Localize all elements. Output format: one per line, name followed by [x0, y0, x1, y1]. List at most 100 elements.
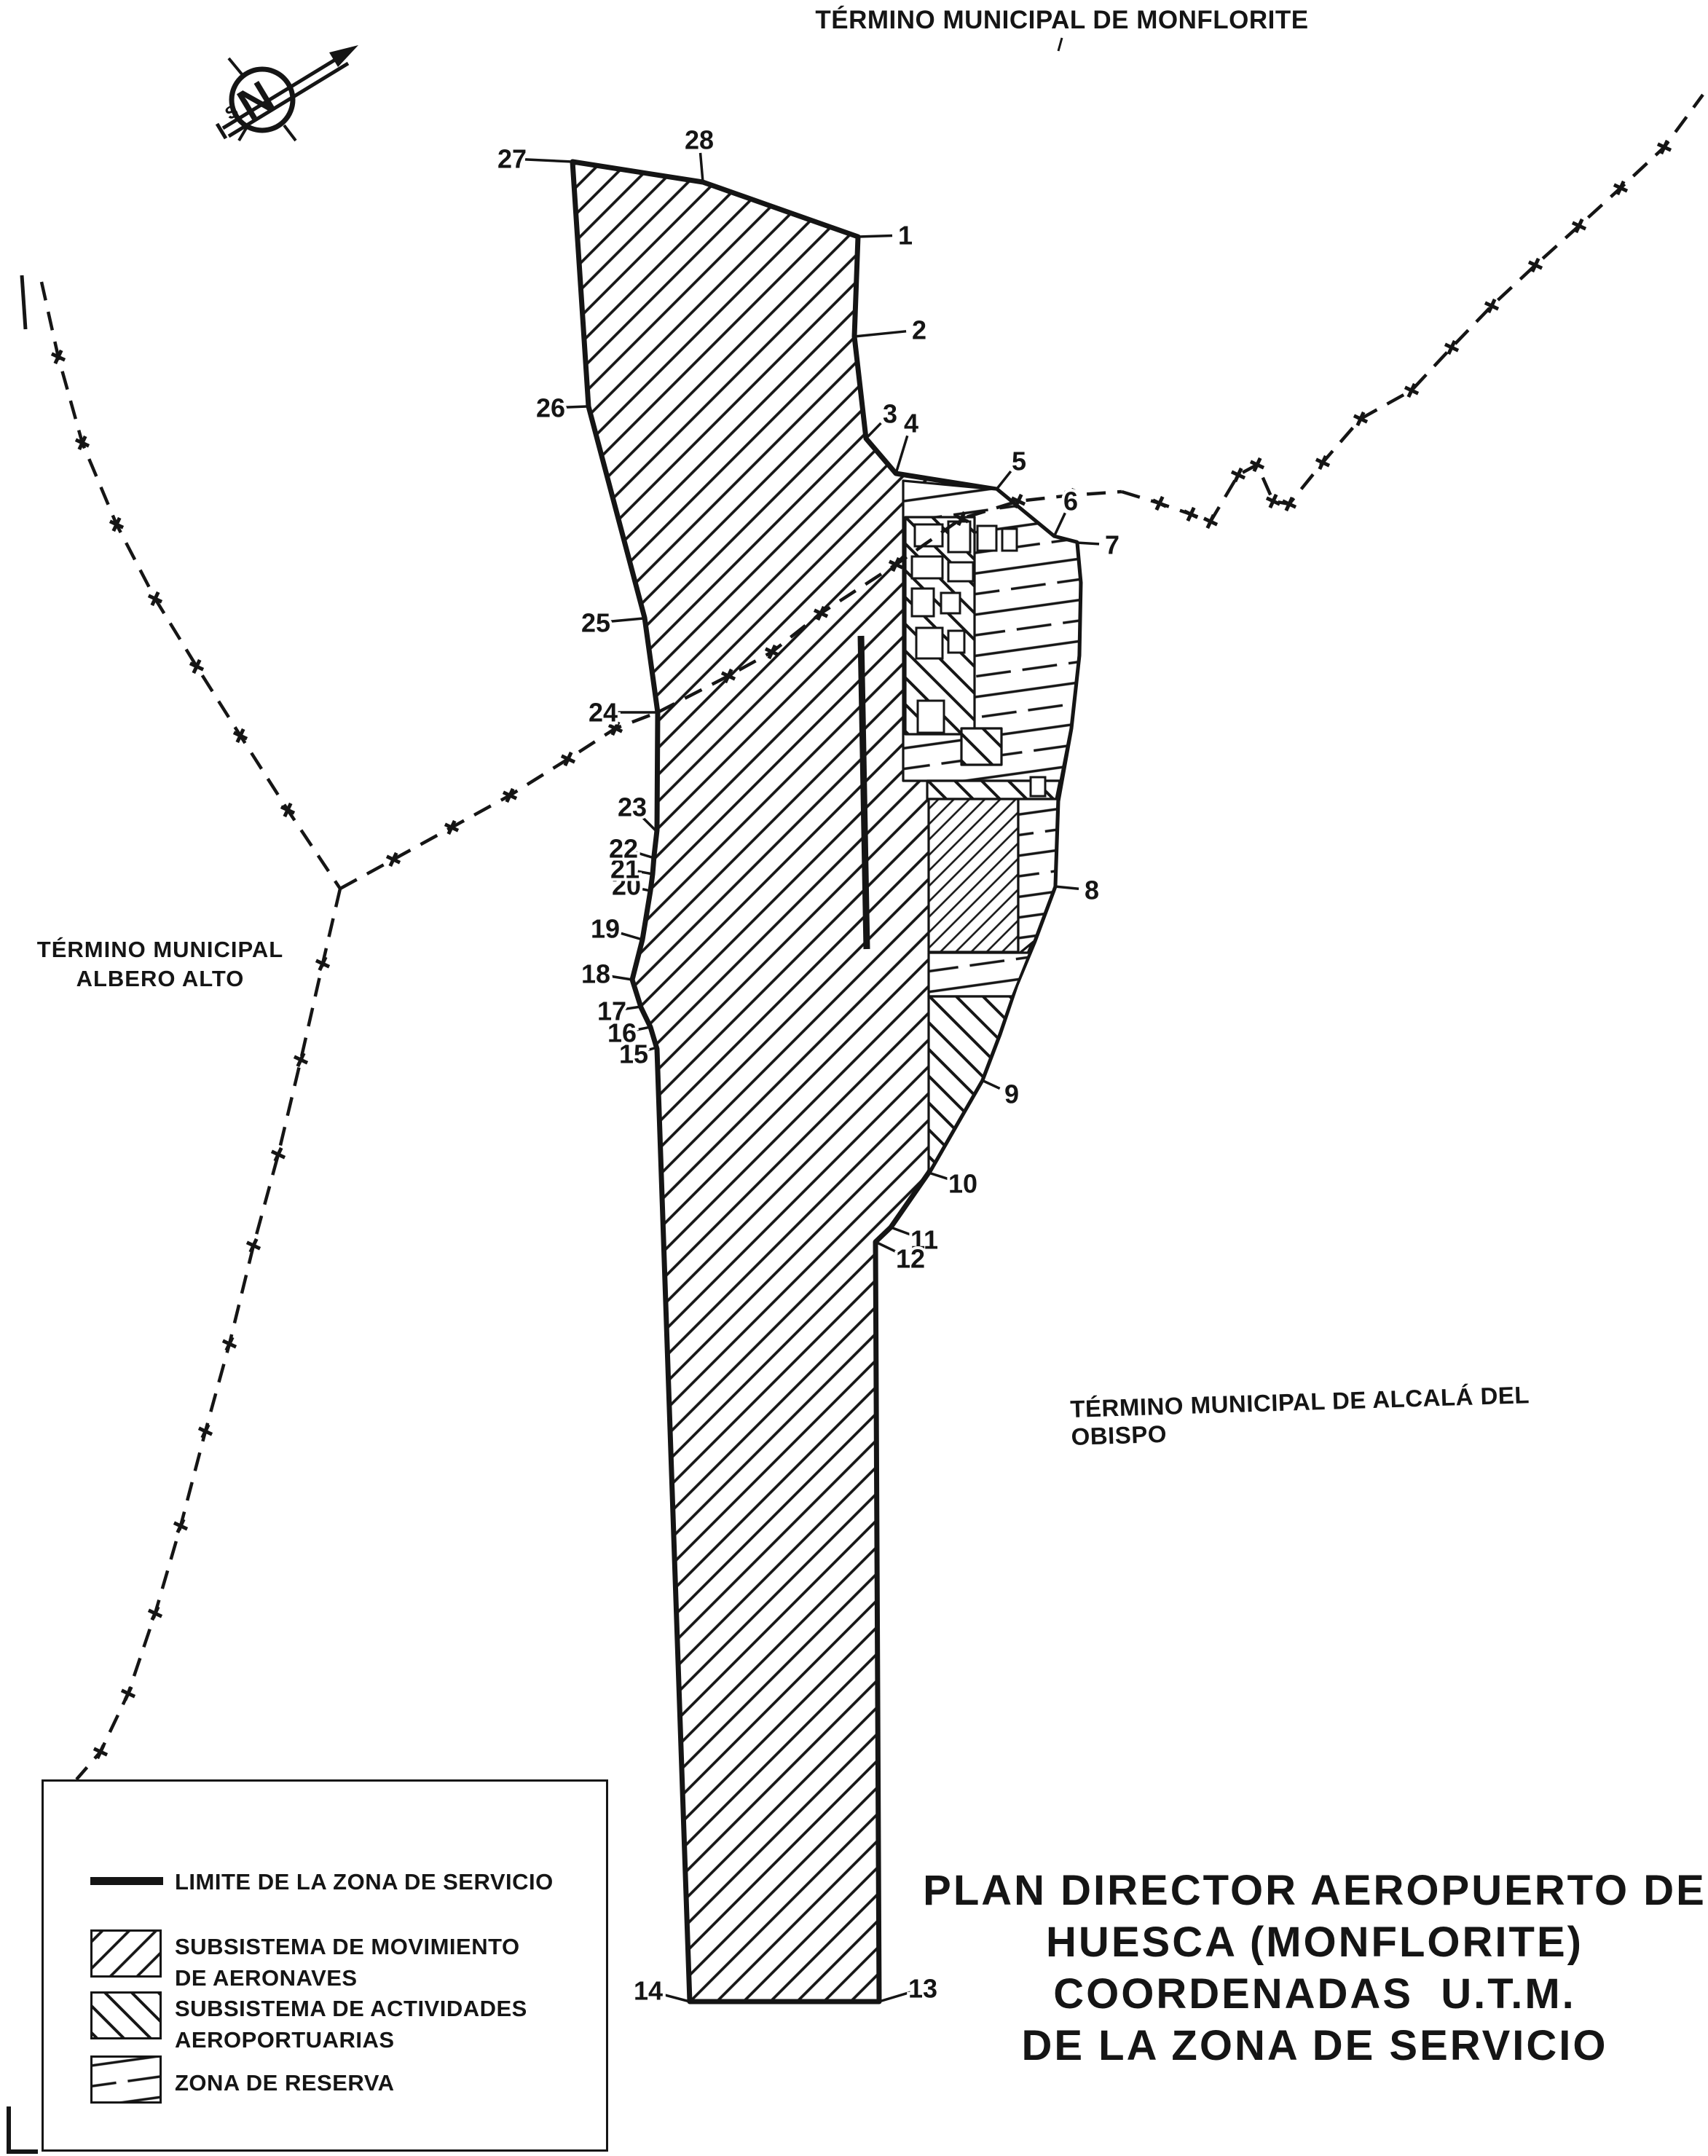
boundary-cross-mark	[610, 720, 621, 736]
point-label-21: 21	[610, 854, 639, 884]
boundary-cross-mark	[296, 1052, 306, 1068]
boundary-cross-mark	[318, 956, 328, 972]
point-label-13: 13	[908, 1974, 937, 2004]
point-leader-2	[854, 330, 907, 338]
point-label-3: 3	[883, 399, 897, 429]
point-leader-11	[890, 1226, 913, 1237]
boundary-cross-mark	[192, 658, 202, 674]
boundary-cross-mark	[1186, 506, 1196, 522]
point-leader-7	[1076, 541, 1100, 546]
compass-north-icon: N S	[215, 45, 358, 142]
point-label-23: 23	[618, 792, 647, 822]
point-leader-16	[634, 1026, 651, 1032]
zone-patch-activities	[960, 727, 1003, 766]
boundary-cross-mark	[1659, 139, 1669, 155]
boundary-cross-mark	[388, 851, 398, 867]
point-leader-14	[660, 1992, 690, 2003]
plan-title-line4: DE LA ZONA DE SERVICIO	[1021, 2022, 1608, 2069]
boundary-cross-mark	[248, 1238, 259, 1254]
label-municipio-albero-alto-line1: TÉRMINO MUNICIPAL	[36, 937, 284, 962]
compass-tick-nw	[227, 57, 244, 76]
plan-title-line1: PLAN DIRECTOR AEROPUERTO DE	[923, 1867, 1707, 1914]
boundary-cross-mark	[1487, 298, 1497, 314]
boundary-cross-mark	[283, 802, 293, 818]
boundary-cross-mark	[1284, 496, 1294, 512]
municipal-boundary-west-upper	[39, 281, 342, 890]
boundary-cross-mark	[224, 1336, 235, 1352]
point-leader-5	[995, 471, 1012, 491]
point-label-14: 14	[634, 1976, 663, 2006]
boundary-cross-mark	[1205, 514, 1216, 530]
boundary-cross-mark	[176, 1518, 186, 1534]
legend-label-actividades-line2: AEROPORTUARIAS	[175, 2027, 395, 2053]
compass-tick-se	[283, 124, 297, 142]
legend-label-movimiento: SUBSISTEMA DE MOVIMIENTO DE AERONAVES	[175, 1931, 520, 1994]
boundary-cross-mark	[1530, 257, 1540, 273]
boundary-cross-mark	[1615, 180, 1626, 196]
building-rect	[976, 524, 998, 552]
boundary-cross-mark	[1406, 382, 1417, 398]
point-label-26: 26	[536, 393, 565, 423]
building-rect	[915, 626, 944, 660]
point-label-16: 16	[607, 1018, 637, 1048]
boundary-cross-mark	[1574, 218, 1584, 234]
point-leader-6	[1052, 512, 1066, 538]
boundary-cross-mark	[1013, 493, 1023, 509]
boundary-cross-mark	[1154, 495, 1165, 511]
label-municipio-albero-alto: TÉRMINO MUNICIPAL ALBERO ALTO	[29, 935, 291, 994]
boundary-cross-mark	[723, 668, 733, 684]
label-municipio-monflorite: TÉRMINO MUNICIPAL DE MONFLORITE	[815, 6, 1309, 34]
building-rect	[910, 587, 935, 618]
point-leader-13	[878, 1991, 911, 2003]
point-leader-27	[524, 158, 573, 163]
point-leader-8	[1054, 885, 1079, 890]
point-leader-12	[875, 1240, 900, 1254]
point-label-10: 10	[948, 1169, 977, 1199]
point-label-1: 1	[898, 221, 913, 251]
boundary-cross-mark	[273, 1146, 283, 1162]
boundary-cross-mark	[505, 787, 515, 803]
boundary-cross-mark	[446, 819, 457, 835]
scan-speck	[1057, 37, 1063, 52]
building-rect	[916, 699, 945, 734]
point-leader-22	[635, 851, 655, 859]
compass-needle-tail	[215, 122, 228, 140]
point-leader-28	[698, 152, 704, 183]
boundary-cross-mark	[956, 511, 967, 527]
legend-label-actividades-line1: SUBSISTEMA DE ACTIVIDADES	[175, 1996, 527, 2021]
point-leader-10	[928, 1171, 951, 1181]
legend-label-actividades: SUBSISTEMA DE ACTIVIDADES AEROPORTUARIAS	[175, 1993, 527, 2055]
page-marks	[7, 37, 1063, 2154]
legend-swatch-movimiento	[90, 1929, 162, 1978]
point-leader-20	[639, 887, 651, 892]
legend-swatch-actividades	[90, 1991, 162, 2039]
legend-label-limite: LIMITE DE LA ZONA DE SERVICIO	[175, 1869, 554, 1895]
point-leader-15	[645, 1046, 658, 1052]
building-rect	[1001, 527, 1018, 552]
boundary-cross-mark	[1066, 487, 1076, 503]
point-label-4: 4	[904, 409, 918, 438]
boundary-cross-mark	[1447, 339, 1457, 355]
boundary-cross-mark	[53, 349, 63, 365]
point-label-24: 24	[589, 698, 618, 728]
point-label-19: 19	[591, 914, 620, 944]
legend-label-movimiento-line1: SUBSISTEMA DE MOVIMIENTO	[175, 1934, 520, 1959]
point-label-15: 15	[619, 1039, 648, 1069]
boundary-cross-mark	[767, 644, 777, 660]
label-municipio-albero-alto-line2: ALBERO ALTO	[76, 966, 245, 991]
building-rect	[1029, 776, 1047, 798]
boundary-cross-mark	[111, 516, 122, 532]
zone-band-reserve	[927, 951, 1031, 998]
boundary-cross-mark	[1355, 411, 1366, 427]
boundary-cross-mark	[891, 556, 901, 573]
point-label-11: 11	[910, 1225, 938, 1255]
runway-axis-line	[857, 635, 870, 950]
plan-title-block: PLAN DIRECTOR AEROPUERTO DE HUESCA (MONF…	[914, 1865, 1708, 2072]
point-leader-23	[640, 815, 658, 833]
plan-title-line2: HUESCA (MONFLORITE)	[1046, 1919, 1583, 1966]
point-label-2: 2	[912, 315, 926, 345]
boundary-cross-mark	[123, 1685, 133, 1701]
point-leader-19	[617, 931, 643, 941]
